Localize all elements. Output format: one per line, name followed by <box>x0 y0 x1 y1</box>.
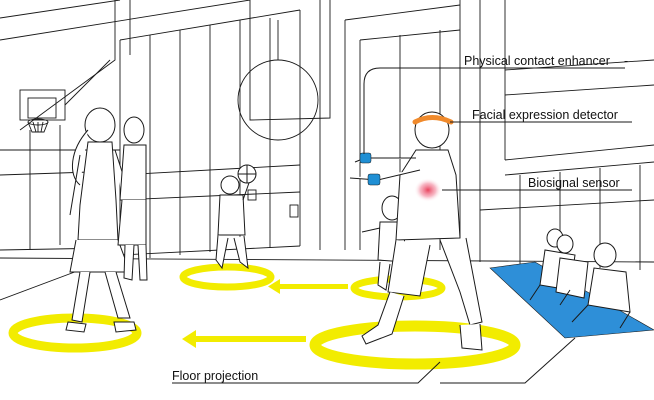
wristband-upper <box>360 153 371 163</box>
person-child-back <box>216 165 256 268</box>
person-main-boy <box>350 112 482 350</box>
projection-ring <box>183 267 271 287</box>
projection-ring <box>315 326 515 364</box>
biosignal-glow <box>414 178 442 202</box>
label-physical-contact-enhancer: Physical contact enhancer <box>464 55 610 68</box>
wristband-lower <box>368 174 380 185</box>
label-biosignal-sensor: Biosignal sensor <box>528 177 620 190</box>
label-physical-contact-tick: - <box>624 55 628 68</box>
label-floor-projection: Floor projection <box>172 370 258 383</box>
label-facial-expression-detector: Facial expression detector <box>472 109 618 122</box>
